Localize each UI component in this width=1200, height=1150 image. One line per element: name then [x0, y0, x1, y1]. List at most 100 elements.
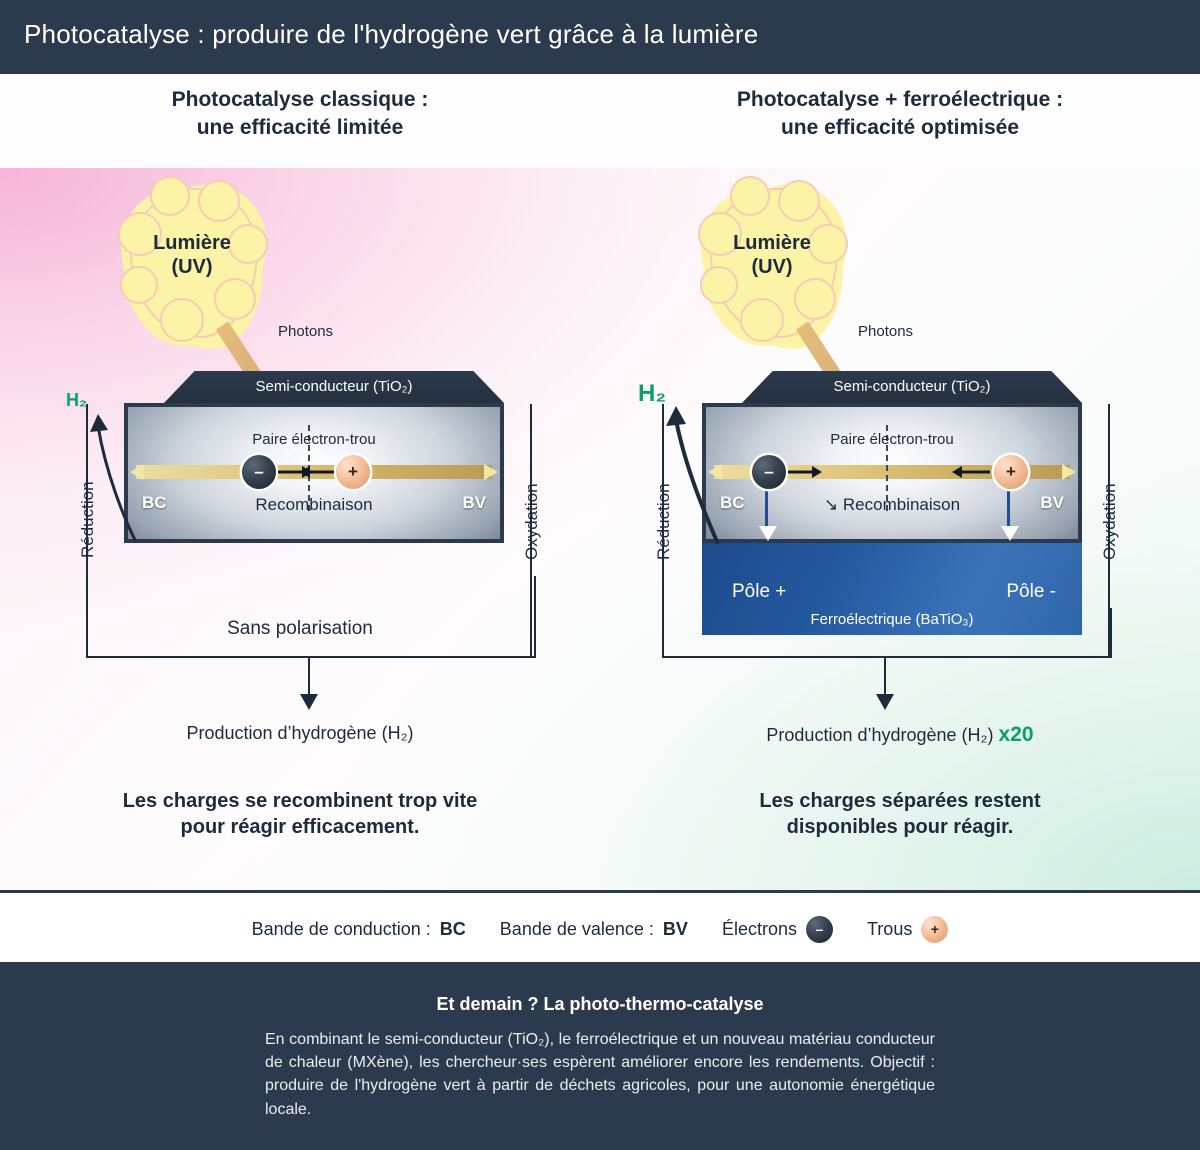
- semiconductor-label: Semi-conducteur (TiO₂): [255, 378, 413, 395]
- light-label-line2: (UV): [171, 256, 213, 279]
- footer-title: Et demain ? La photo-thermo-catalyse: [436, 994, 764, 1014]
- left-conclusion-line2: pour réagir efficacement.: [180, 816, 420, 839]
- midline-divider-right: [886, 425, 888, 511]
- hole-drop-arrow-icon: [1001, 526, 1019, 541]
- pole-minus-label: Pôle -: [1006, 581, 1056, 602]
- legend-valence-label: Bande de valence :: [499, 918, 654, 939]
- diagram-canvas: Lumière (UV) Photons Semi-conducteur (Ti…: [0, 168, 1200, 890]
- electron-hole-pair-label-right: Paire électron-trou: [830, 431, 954, 448]
- output-arrow-head-icon: [300, 694, 318, 710]
- polarization-status-label: Sans polarisation: [227, 618, 373, 639]
- page-footer: Et demain ? La photo-thermo-catalyse En …: [0, 962, 1200, 1150]
- legend-item-valence-band: Bande de valence : BV: [500, 919, 688, 940]
- right-panel-title-line2: une efficacité optimisée: [780, 115, 1020, 139]
- reduction-curved-arrow-icon: [90, 414, 138, 543]
- reduction-curved-arrow-icon-right: [666, 406, 720, 545]
- output-bracket: [86, 576, 536, 658]
- left-panel: Lumière (UV) Photons Semi-conducteur (Ti…: [0, 168, 600, 890]
- valence-band-tag-right: BV: [1040, 493, 1064, 512]
- left-panel-title-line2: une efficacité limitée: [196, 115, 404, 139]
- left-panel-title-line1: Photocatalyse classique :: [171, 88, 429, 111]
- semiconductor-body: Paire électron-trou Recombinaison BC BV …: [124, 403, 504, 543]
- output-arrow-head-icon-right: [876, 694, 894, 710]
- right-conclusion: Les charges séparées restent disponibles…: [620, 788, 1180, 841]
- right-conclusion-line1: Les charges séparées restent: [759, 790, 1041, 812]
- legend-item-holes: Trous +: [866, 915, 949, 943]
- output-arrow-shaft: [308, 656, 310, 696]
- page-header: Photocatalyse : produire de l'hydrogène …: [0, 0, 1200, 74]
- carrier-beam-right: [714, 465, 1070, 479]
- conduction-band-tag: BC: [142, 493, 167, 512]
- light-source-blob-right: [698, 176, 848, 342]
- photons-label-right: Photons: [858, 323, 914, 340]
- right-panel-title-line1: Photocatalyse + ferroélectrique :: [736, 88, 1064, 111]
- hydrogen-output-text-right: Production d’hydrogène (H₂): [766, 725, 994, 745]
- light-source-blob: [118, 176, 268, 342]
- reduction-axis-line-right: [662, 404, 664, 656]
- electron-escape-arrow-icon: [130, 464, 144, 480]
- hydrogen-output-label-right: Production d’hydrogène (H₂) x20: [600, 723, 1200, 747]
- hole-drift-arrow-icon: [952, 466, 990, 478]
- light-label-right-line1: Lumière: [733, 232, 811, 254]
- legend-hole-icon: +: [921, 915, 949, 943]
- hole-particle-right: +: [994, 455, 1028, 489]
- recombination-label-right: ↘ Recombinaison: [823, 495, 961, 514]
- valence-band-tag: BV: [462, 493, 486, 512]
- semiconductor-top-face: Semi-conducteur (TiO₂): [164, 371, 504, 403]
- footer-body: En combinant le semi-conducteur (TiO₂), …: [265, 1031, 935, 1118]
- hole-particle: +: [336, 455, 370, 489]
- legend-valence-value: BV: [662, 918, 688, 939]
- electron-particle: –: [242, 455, 276, 489]
- legend-bar: Bande de conduction : BC Bande de valenc…: [0, 890, 1200, 968]
- oxidation-axis-label: Oxydation: [522, 483, 541, 560]
- light-label-right-line2: (UV): [751, 256, 793, 279]
- hole-escape-arrow-icon: [484, 464, 498, 480]
- hole-escape-arrow-icon-right: [1062, 464, 1076, 480]
- electron-drop-arrow-icon: [759, 526, 777, 541]
- legend-electron-icon: –: [805, 915, 833, 943]
- hole-recombination-arrow-icon: [300, 466, 334, 478]
- left-conclusion-line1: Les charges se recombinent trop vite: [122, 790, 478, 812]
- right-panel: Lumière (UV) Photons Semi-conducteur (Ti…: [600, 168, 1200, 890]
- electron-drift-arrow-icon: [788, 466, 822, 478]
- oxidation-axis-label-right: Oxydation: [1100, 483, 1119, 560]
- hydrogen-output-text: Production d’hydrogène (H₂): [186, 723, 414, 743]
- electron-escape-arrow-icon-right: [708, 464, 722, 480]
- electron-hole-pair-label: Paire électron-trou: [252, 431, 376, 448]
- conduction-band-tag-right: BC: [720, 493, 745, 512]
- hydrogen-output-multiplier: x20: [998, 723, 1034, 746]
- semiconductor-body-right: Paire électron-trou ↘ Recombinaison BC B…: [702, 403, 1082, 543]
- left-conclusion: Les charges se recombinent trop vite pou…: [20, 788, 580, 841]
- reduction-axis-line: [86, 404, 88, 656]
- semiconductor-top-face-right: Semi-conducteur (TiO₂): [742, 371, 1082, 403]
- legend-item-electrons: Électrons –: [721, 915, 833, 943]
- electron-drop-line: [765, 468, 768, 530]
- ferroelectric-layer: Pôle + Pôle - Ferroélectrique (BaTiO₃): [702, 543, 1082, 635]
- electron-particle-right: –: [752, 455, 786, 489]
- legend-holes-label: Trous: [866, 918, 913, 939]
- right-conclusion-line2: disponibles pour réagir.: [786, 816, 1014, 839]
- semiconductor-bandgap-area-right: Paire électron-trou ↘ Recombinaison BC B…: [706, 407, 1078, 539]
- page-title: Photocatalyse : produire de l'hydrogène …: [24, 19, 759, 49]
- oxidation-axis-line: [530, 404, 532, 656]
- column-titles-strip: Photocatalyse classique : une efficacité…: [0, 74, 1200, 168]
- light-source-label: Lumière (UV): [130, 231, 254, 280]
- hydrogen-output-label: Production d’hydrogène (H₂): [0, 723, 600, 744]
- recombination-label: Recombinaison: [255, 495, 373, 514]
- output-arrow-shaft-right: [884, 656, 886, 696]
- left-panel-title: Photocatalyse classique : une efficacité…: [20, 86, 580, 142]
- photons-label: Photons: [278, 323, 334, 340]
- h2-output-label: H₂: [66, 390, 87, 410]
- light-source-label-right: Lumière (UV): [710, 231, 834, 280]
- semiconductor-bandgap-area: Paire électron-trou Recombinaison BC BV …: [128, 407, 500, 539]
- legend-item-conduction-band: Bande de conduction : BC: [252, 919, 466, 940]
- legend-conduction-value: BC: [439, 918, 466, 939]
- legend-electrons-label: Électrons: [721, 918, 797, 939]
- ferroelectric-label: Ferroélectrique (BaTiO₃): [810, 611, 974, 628]
- semiconductor-label-right: Semi-conducteur (TiO₂): [833, 378, 991, 395]
- oxidation-axis-line-right: [1108, 404, 1110, 656]
- light-label-line1: Lumière: [153, 232, 231, 254]
- pole-plus-label: Pôle +: [732, 581, 787, 602]
- hole-drop-line: [1007, 468, 1010, 530]
- output-bracket-right: [662, 608, 1112, 658]
